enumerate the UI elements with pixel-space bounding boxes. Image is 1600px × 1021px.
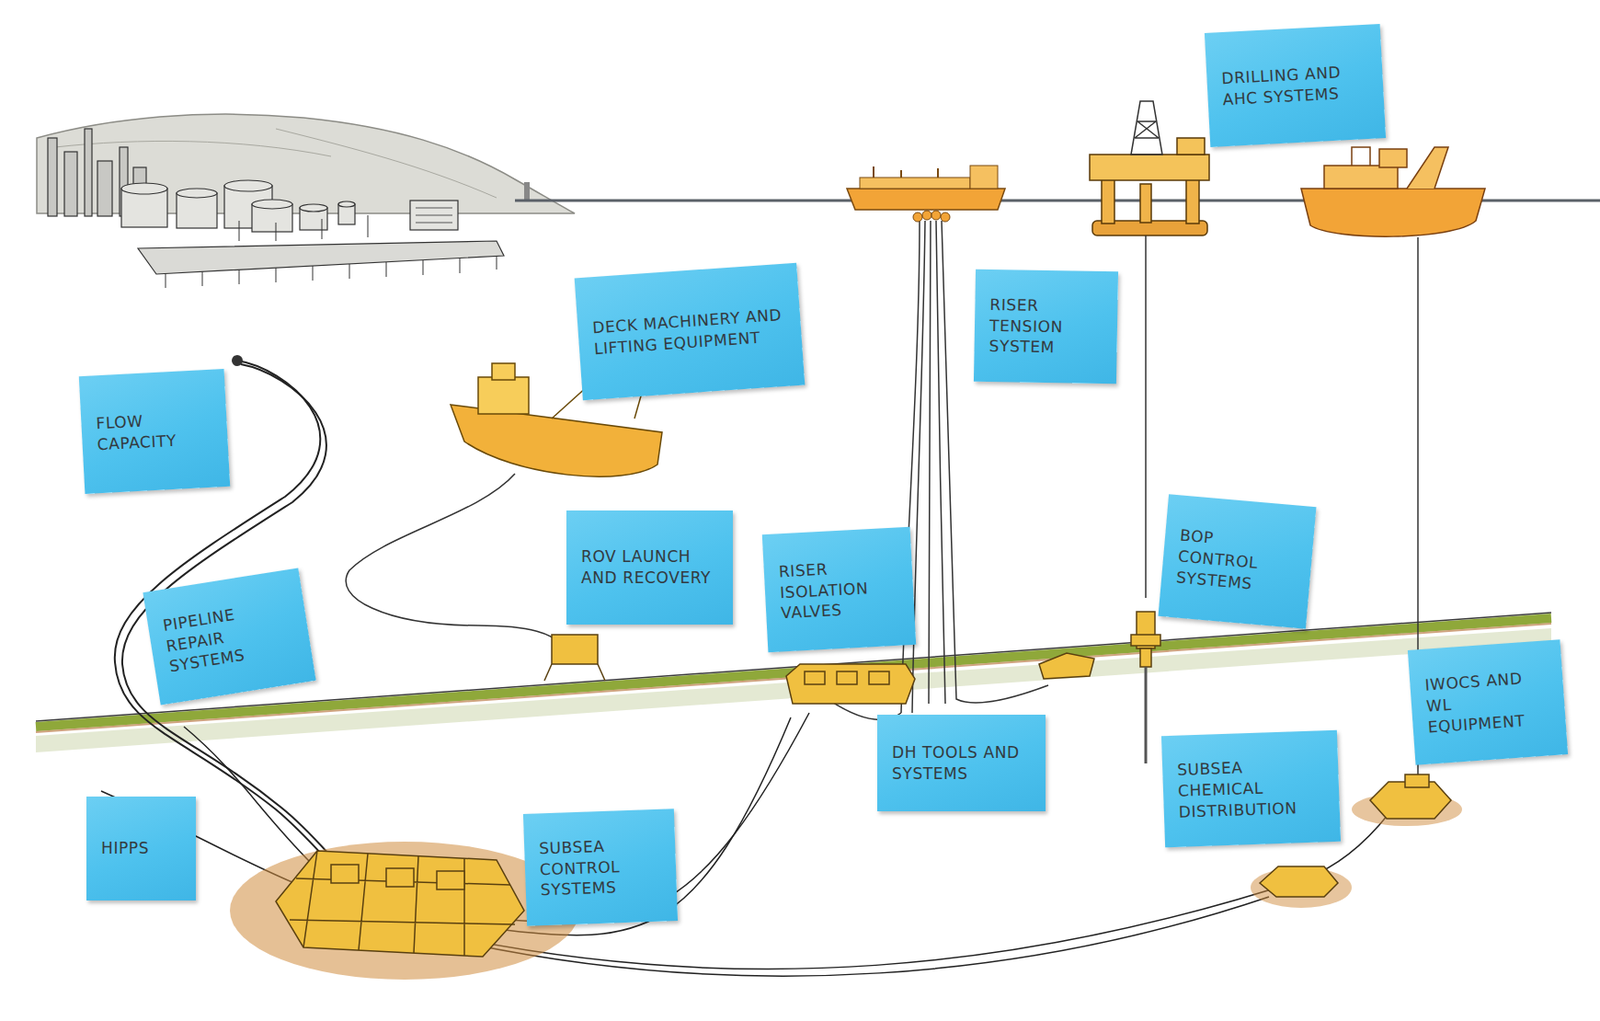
well-casing	[1144, 666, 1148, 764]
sticky-note: SUBSEA CONTROL SYSTEMS	[523, 808, 678, 926]
production-template	[275, 850, 525, 957]
coast-hill	[36, 114, 575, 214]
sticky-note: FLOW CAPACITY	[79, 368, 230, 494]
sticky-note: HIPPS	[86, 796, 196, 901]
subsea-manifold	[786, 663, 915, 704]
note-label: IWOCS AND WL EQUIPMENT	[1424, 666, 1552, 739]
note-label: FLOW CAPACITY	[95, 407, 214, 456]
riser-buoys	[913, 210, 950, 222]
building-windows	[415, 207, 453, 223]
sticky-note: ROV LAUNCH AND RECOVERY	[566, 510, 733, 625]
shore-marker	[524, 182, 530, 201]
sticky-note: DH TOOLS AND SYSTEMS	[877, 714, 1046, 812]
drilling-rig	[1089, 101, 1210, 236]
sticky-note: SUBSEA CHEMICAL DISTRIBUTION	[1161, 730, 1341, 848]
tree-seabed	[1250, 867, 1352, 908]
sticky-note: RISER TENSION SYSTEM	[973, 269, 1119, 385]
plem	[1039, 652, 1095, 679]
sticky-note: IWOCS AND WL EQUIPMENT	[1407, 639, 1568, 765]
sticky-note: PIPELINE REPAIR SYSTEMS	[142, 567, 316, 705]
rov-umbilical	[345, 473, 561, 644]
note-label: SUBSEA CHEMICAL DISTRIBUTION	[1177, 754, 1326, 823]
bop-stack	[1131, 611, 1161, 667]
rov	[544, 634, 606, 681]
note-label: ROV LAUNCH AND RECOVERY	[581, 546, 719, 589]
intervention-vessel	[1301, 147, 1486, 237]
drilling-riser	[1144, 235, 1147, 598]
pier-piles	[165, 215, 497, 288]
sticky-note: DRILLING AND AHC SYSTEMS	[1204, 23, 1386, 148]
fpso-vessel	[846, 165, 1006, 210]
note-label: DH TOOLS AND SYSTEMS	[891, 742, 1031, 785]
note-label: DRILLING AND AHC SYSTEMS	[1221, 60, 1370, 111]
note-label: PIPELINE REPAIR SYSTEMS	[160, 594, 298, 678]
note-label: RISER TENSION SYSTEM	[988, 294, 1103, 360]
note-label: SUBSEA CONTROL SYSTEMS	[538, 833, 663, 901]
sticky-note: DECK MACHINERY AND LIFTING EQUIPMENT	[574, 262, 806, 401]
note-label: RISER ISOLATION VALVES	[777, 554, 900, 624]
note-label: DECK MACHINERY AND LIFTING EQUIPMENT	[592, 303, 789, 359]
note-label: HIPPS	[101, 837, 182, 859]
sticky-note: BOP CONTROL SYSTEMS	[1158, 493, 1317, 629]
sticky-note: RISER ISOLATION VALVES	[762, 526, 916, 652]
pipeline-end	[231, 354, 243, 366]
pier	[137, 240, 504, 275]
storage-tanks	[121, 180, 458, 232]
note-label: BOP CONTROL SYSTEMS	[1175, 525, 1300, 599]
